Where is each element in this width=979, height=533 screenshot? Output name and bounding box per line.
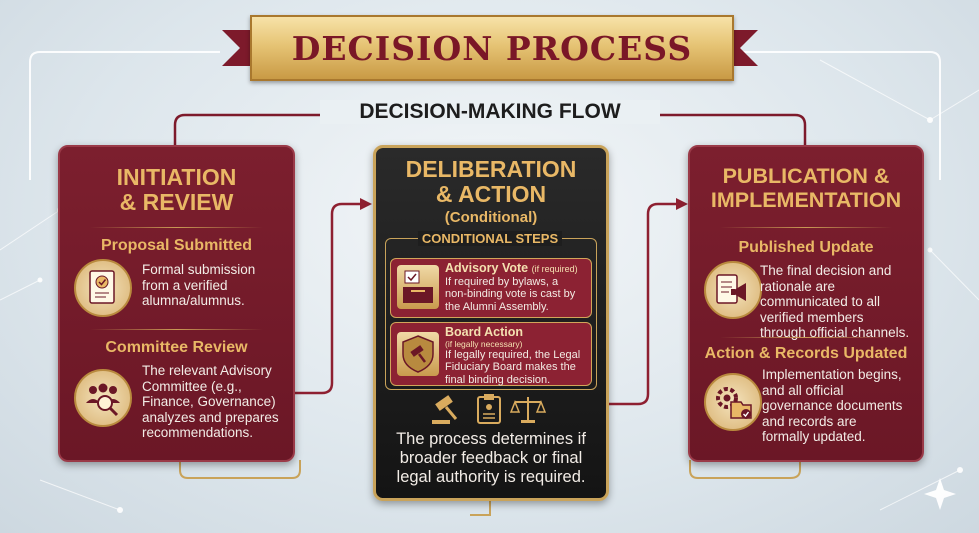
advisory-vote-title: Advisory Vote (if required)	[445, 261, 578, 275]
publication-heading: PUBLICATION & IMPLEMENTATION	[690, 164, 922, 212]
deliberation-heading-line2: & ACTION	[435, 181, 547, 208]
board-action-title: Board Action	[445, 325, 524, 339]
step-description: Implementation begins, and all official …	[762, 367, 903, 445]
deliberation-heading-line3: (Conditional)	[444, 208, 538, 226]
board-action-description: If legally required, the Legal Fiduciary…	[445, 349, 581, 386]
step-title: Action & Records Updated	[704, 345, 908, 362]
board-action-qualifier: (if legally necessary)	[445, 339, 523, 349]
conditional-steps-label: CONDITIONAL STEPS	[418, 231, 562, 246]
committee-magnifier-icon	[74, 369, 132, 427]
advisory-vote-description: If required by bylaws, a non-binding vot…	[445, 276, 576, 313]
title-banner: DECISION PROCESS	[250, 15, 734, 81]
deliberation-footer-text: The process determines if broader feedba…	[396, 430, 586, 486]
scales-icon	[509, 394, 547, 428]
publication-heading-line2: IMPLEMENTATION	[710, 187, 902, 212]
advisory-vote-card: Advisory Vote (if required) If required …	[390, 258, 592, 318]
step-title: Committee Review	[105, 339, 248, 356]
board-action-card: Board Action (if legally necessary) If l…	[390, 322, 592, 386]
step-description: The final decision and rationale are com…	[760, 263, 910, 341]
publication-panel: PUBLICATION & IMPLEMENTATION Published U…	[688, 145, 924, 462]
shield-gavel-icon	[397, 332, 439, 376]
gear-folder-icon	[704, 373, 762, 431]
deliberation-heading: DELIBERATION & ACTION (Conditional)	[373, 156, 609, 226]
step-title: Published Update	[738, 239, 874, 256]
document-check-icon	[74, 259, 132, 317]
ballot-box-icon	[397, 265, 439, 309]
initiation-heading-line2: & REVIEW	[119, 189, 234, 216]
initiation-panel: INITIATION & REVIEW Proposal Submitted F…	[58, 145, 295, 462]
page-subtitle: DECISION-MAKING FLOW	[320, 100, 660, 124]
step-description: The relevant Advisory Committee (e.g., F…	[142, 363, 279, 441]
step-description: Formal submission from a verified alumna…	[142, 262, 256, 309]
clipboard-icon	[475, 393, 503, 429]
initiation-heading: INITIATION & REVIEW	[60, 164, 293, 216]
page-title: DECISION PROCESS	[291, 28, 693, 68]
announcement-document-icon	[704, 261, 762, 319]
step-title: Proposal Submitted	[100, 237, 253, 254]
deliberation-heading-line1: DELIBERATION	[405, 156, 577, 182]
gavel-icon	[430, 395, 464, 429]
initiation-heading-line1: INITIATION	[116, 164, 237, 190]
publication-heading-line1: PUBLICATION &	[722, 164, 890, 188]
